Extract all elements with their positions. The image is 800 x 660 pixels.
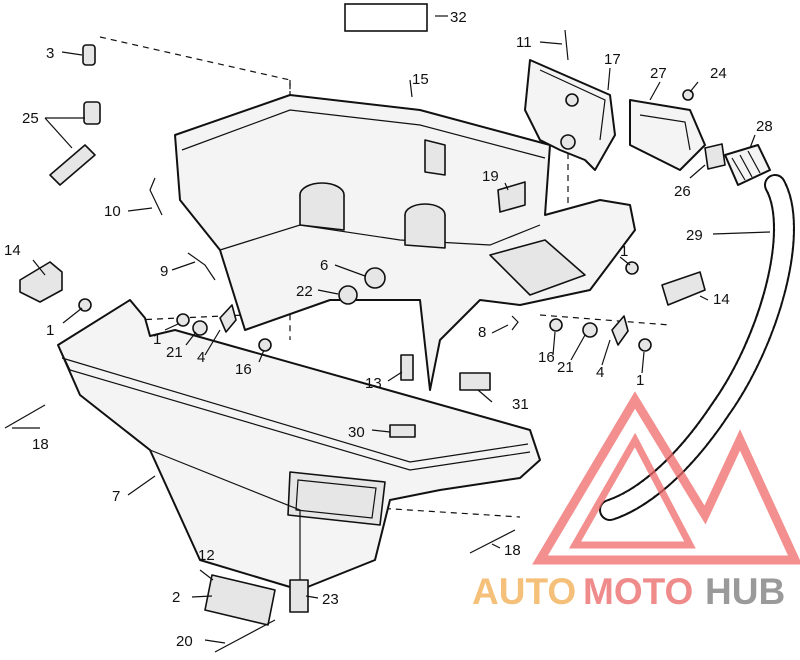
watermark-moto-text: MOTO — [583, 571, 693, 612]
callout-1-right-top: 1 — [620, 243, 628, 260]
watermark-triangle — [532, 391, 800, 565]
watermark-inner-triangle — [568, 432, 696, 549]
grommet-part-28 — [724, 144, 771, 186]
callout-10: 10 — [104, 203, 121, 220]
bracket-part-17 — [524, 59, 616, 171]
callout-8: 8 — [478, 324, 486, 341]
callout-4-left: 4 — [197, 349, 205, 366]
callout-16-left: 16 — [235, 361, 252, 378]
small-parts — [4, 29, 706, 653]
callout-16-right: 16 — [538, 349, 555, 366]
callout-13: 13 — [365, 375, 382, 392]
callout-7: 7 — [112, 488, 120, 505]
callout-30: 30 — [348, 424, 365, 441]
callout-28: 28 — [756, 118, 773, 135]
callout-1-left: 1 — [46, 322, 54, 339]
callout-1-right-bottom: 1 — [636, 372, 644, 389]
callout-11: 11 — [516, 34, 532, 51]
callout-20: 20 — [176, 633, 193, 650]
watermark-hub-text: HUB — [705, 571, 785, 612]
watermark-auto-text: AUTO — [472, 571, 576, 612]
part-32-label-box — [344, 3, 428, 32]
callout-17: 17 — [604, 51, 621, 68]
callout-14-left: 14 — [4, 242, 21, 259]
callout-9: 9 — [160, 263, 168, 280]
callout-29: 29 — [686, 227, 703, 244]
callout-18-left: 18 — [32, 436, 49, 453]
callout-6: 6 — [320, 257, 328, 274]
gasket-part-26 — [704, 143, 726, 170]
callout-26: 26 — [674, 183, 691, 200]
callout-12: 12 — [198, 547, 215, 564]
callout-21-right: 21 — [557, 359, 574, 376]
watermark-logo: AUTO MOTO HUB — [472, 391, 800, 612]
callout-numbers: 32 3 11 17 27 24 15 25 28 19 26 10 29 14… — [4, 9, 773, 650]
callout-2: 2 — [172, 589, 180, 606]
callout-23: 23 — [322, 591, 339, 608]
callout-3: 3 — [46, 45, 54, 62]
upper-cover-part-15 — [174, 94, 636, 391]
callout-22: 22 — [296, 283, 313, 300]
callout-1-mid: 1 — [153, 331, 161, 348]
callout-25: 25 — [22, 110, 39, 127]
leader-lines — [12, 15, 771, 644]
callout-31: 31 — [512, 396, 529, 413]
callout-4-right: 4 — [596, 364, 604, 381]
callout-32: 32 — [450, 9, 467, 26]
callout-15: 15 — [412, 71, 429, 88]
callout-21-left: 21 — [166, 344, 183, 361]
duct-part-27 — [629, 99, 706, 171]
callout-18-right: 18 — [504, 542, 521, 559]
callout-14-right: 14 — [713, 291, 730, 308]
callout-19: 19 — [482, 168, 499, 185]
callout-27: 27 — [650, 65, 667, 82]
lower-cover-part-7 — [57, 299, 541, 591]
callout-24: 24 — [710, 65, 727, 82]
